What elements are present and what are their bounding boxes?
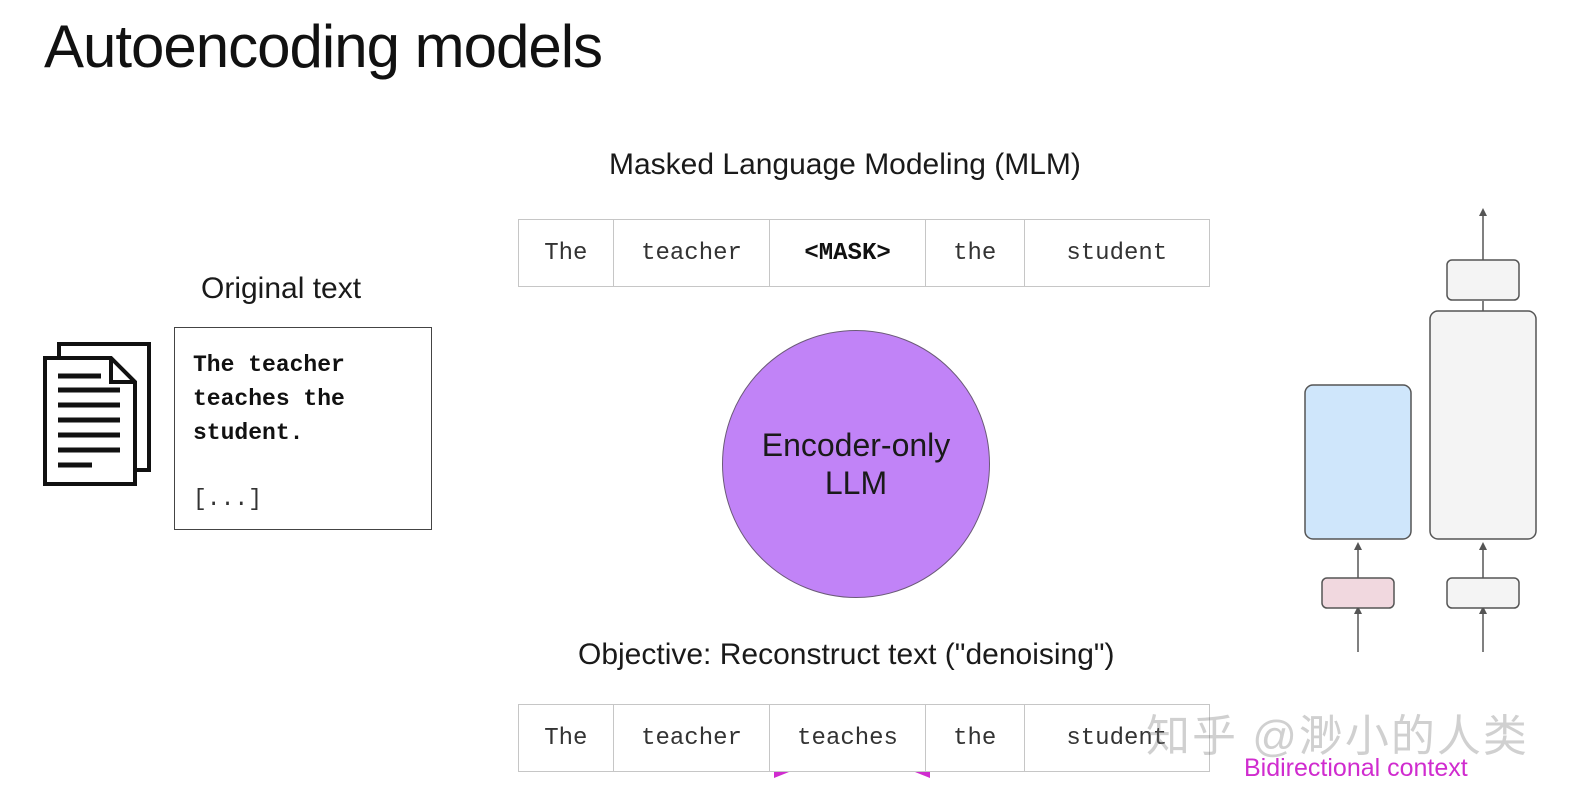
token: student bbox=[1066, 239, 1168, 267]
reconstructed-token: teaches bbox=[770, 705, 926, 771]
output-block bbox=[1446, 259, 1520, 301]
token: teacher bbox=[614, 705, 771, 771]
original-text-heading: Original text bbox=[201, 272, 362, 305]
token: student bbox=[1066, 724, 1168, 752]
objective-heading: Objective: Reconstruct text ("denoising"… bbox=[578, 638, 1115, 671]
decoder-embedding-block bbox=[1446, 577, 1520, 609]
mask-token: <MASK> bbox=[770, 220, 926, 286]
token: the bbox=[926, 705, 1025, 771]
original-text-line: The teacher bbox=[193, 352, 345, 378]
encoder-embedding-block bbox=[1321, 577, 1395, 609]
token: The bbox=[519, 220, 614, 286]
decoder-block bbox=[1429, 310, 1537, 540]
original-text-box: The teacher teaches the student. [...] bbox=[174, 327, 432, 530]
transformer-architecture-icon bbox=[1304, 208, 1537, 652]
encoder-label-line2: LLM bbox=[824, 465, 888, 501]
original-text-line: student. bbox=[193, 420, 304, 446]
original-text-ellipsis: [...] bbox=[193, 486, 263, 512]
reconstructed-token-row: The teacher teaches the student bbox=[518, 704, 1210, 772]
original-text-line: teaches the bbox=[193, 386, 345, 412]
page-title: Autoencoding models bbox=[44, 13, 603, 80]
watermark: 知乎 @渺小的人类 bbox=[1146, 712, 1529, 761]
masked-token-row: The teacher <MASK> the student bbox=[518, 219, 1210, 287]
bidirectional-context-label: Bidirectional context bbox=[1244, 754, 1468, 782]
document-icon bbox=[43, 342, 151, 486]
encoder-block bbox=[1304, 384, 1412, 540]
token: the bbox=[926, 220, 1025, 286]
mlm-heading: Masked Language Modeling (MLM) bbox=[609, 148, 1081, 181]
encoder-only-llm-circle: Encoder-only LLM bbox=[722, 330, 990, 598]
token: teacher bbox=[614, 220, 771, 286]
encoder-label-line1: Encoder-only bbox=[761, 427, 951, 463]
token: The bbox=[519, 705, 614, 771]
